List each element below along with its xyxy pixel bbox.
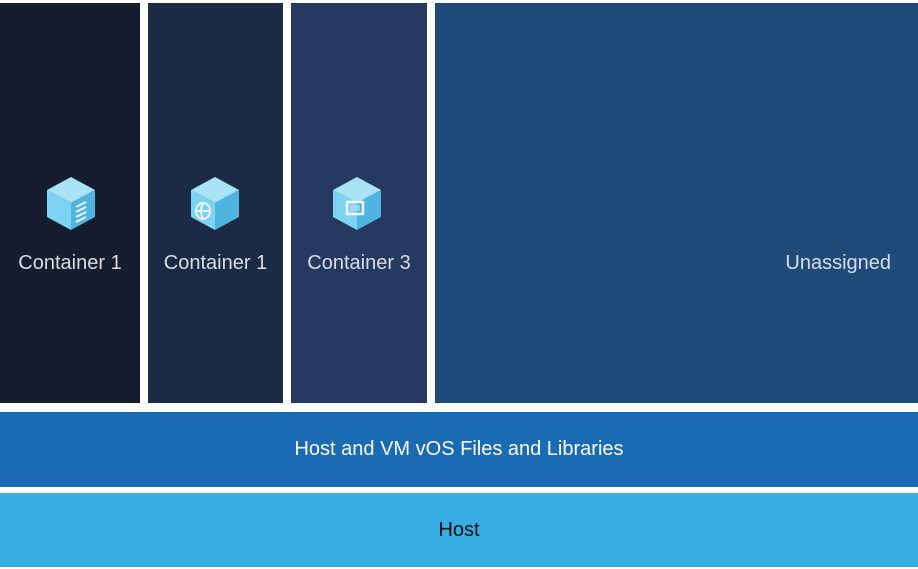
host-layer: Host: [0, 493, 918, 567]
container-cube-window-icon: [333, 177, 381, 230]
container-label: Container 1: [163, 252, 268, 274]
container-2-column: Container 1: [148, 3, 283, 403]
os-files-label: Host and VM vOS Files and Libraries: [294, 438, 624, 460]
container-3-column: Container 3: [291, 3, 427, 403]
container-label: Container 3: [307, 252, 411, 274]
os-files-layer: Host and VM vOS Files and Libraries: [0, 412, 918, 487]
unassigned-column: Unassigned: [435, 3, 918, 403]
container-1-column: Container 1: [0, 3, 140, 403]
container-cube-document-icon: [47, 177, 95, 230]
unassigned-label: Unassigned: [785, 252, 891, 274]
container-label: Container 1: [18, 252, 122, 274]
host-label: Host: [438, 518, 480, 541]
container-cube-globe-icon: [191, 177, 239, 230]
